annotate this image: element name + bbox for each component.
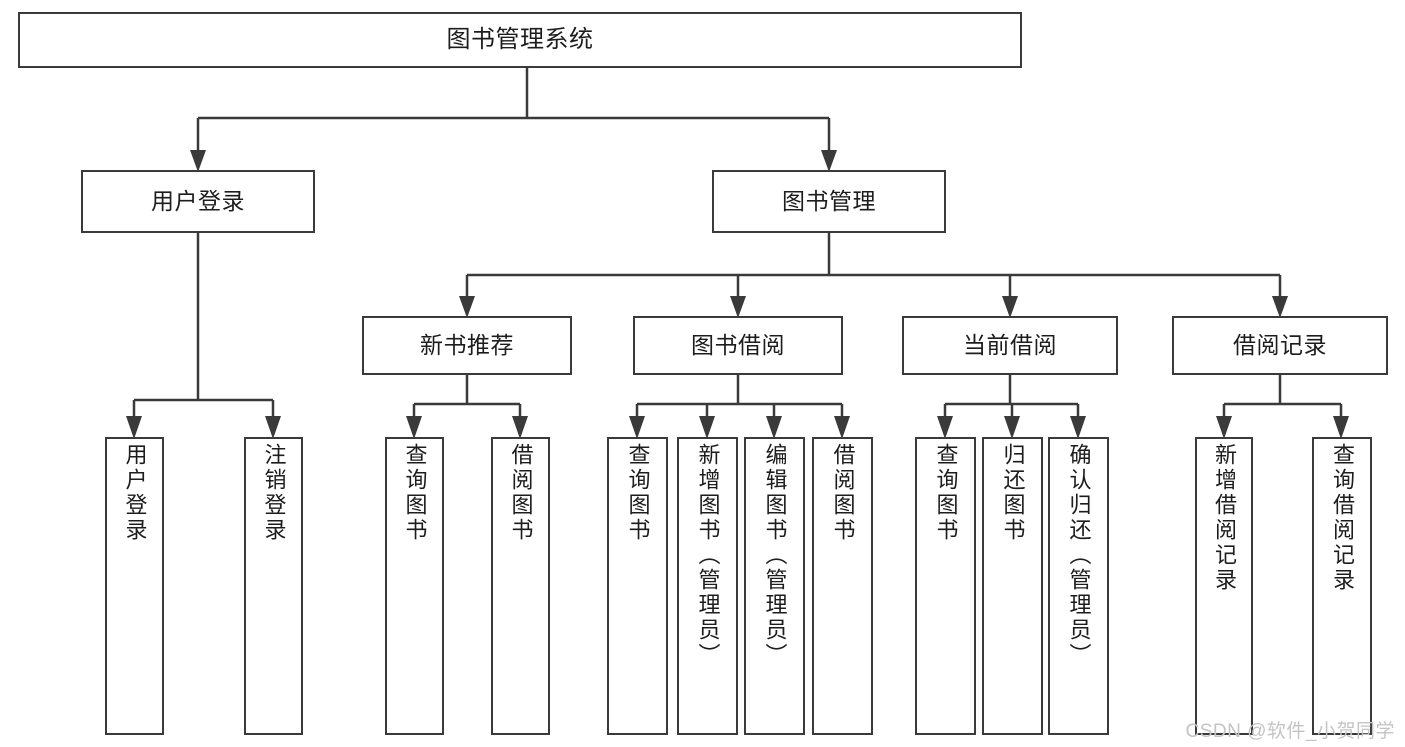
leaf-return-book[interactable]: 归还图书 [982, 437, 1043, 735]
node-book-management[interactable]: 图书管理 [712, 170, 946, 233]
node-label: 借阅图书 [830, 443, 856, 543]
leaf-query-book-borrow[interactable]: 查询图书 [607, 437, 668, 735]
node-label: 查询图书 [625, 443, 651, 543]
node-label: 确认归还（管理员） [1066, 443, 1092, 668]
leaf-confirm-return-admin[interactable]: 确认归还（管理员） [1048, 437, 1109, 735]
node-label: 用户登录 [122, 443, 148, 543]
node-label: 编辑图书（管理员） [762, 443, 788, 668]
node-label: 当前借阅 [963, 331, 1057, 358]
node-label: 查询图书 [933, 443, 959, 543]
node-new-book-recommend[interactable]: 新书推荐 [362, 316, 572, 375]
leaf-query-book-recommend[interactable]: 查询图书 [385, 437, 444, 735]
leaf-borrow-book-recommend[interactable]: 借阅图书 [491, 437, 550, 735]
node-label: 借阅记录 [1233, 331, 1327, 358]
node-borrow-records[interactable]: 借阅记录 [1172, 316, 1388, 375]
node-label: 查询借阅记录 [1330, 443, 1355, 593]
node-label: 注销登录 [261, 443, 287, 543]
node-label: 新增借阅记录 [1212, 443, 1237, 593]
node-label: 用户登录 [151, 187, 245, 214]
leaf-query-book-current[interactable]: 查询图书 [915, 437, 976, 735]
node-label: 新增图书（管理员） [695, 443, 721, 668]
csdn-watermark: CSDN @软件_小贺同学 [1185, 721, 1395, 742]
node-label: 图书借阅 [691, 331, 785, 358]
node-label: 归还图书 [1000, 443, 1026, 543]
leaf-user-logout[interactable]: 注销登录 [244, 437, 303, 735]
node-label: 图书管理 [782, 187, 876, 214]
node-root-system[interactable]: 图书管理系统 [18, 12, 1022, 68]
node-book-borrow[interactable]: 图书借阅 [633, 316, 843, 375]
leaf-edit-book-admin[interactable]: 编辑图书（管理员） [744, 437, 805, 735]
node-current-borrow[interactable]: 当前借阅 [902, 316, 1118, 375]
node-label: 图书管理系统 [446, 25, 594, 53]
node-label: 借阅图书 [508, 443, 534, 543]
leaf-query-borrow-record[interactable]: 查询借阅记录 [1312, 437, 1372, 735]
leaf-user-login[interactable]: 用户登录 [105, 437, 164, 735]
leaf-borrow-book[interactable]: 借阅图书 [812, 437, 873, 735]
leaf-add-book-admin[interactable]: 新增图书（管理员） [677, 437, 738, 735]
leaf-add-borrow-record[interactable]: 新增借阅记录 [1195, 437, 1253, 735]
node-label: 查询图书 [402, 443, 428, 543]
node-user-login[interactable]: 用户登录 [81, 170, 315, 233]
node-label: 新书推荐 [420, 331, 514, 358]
